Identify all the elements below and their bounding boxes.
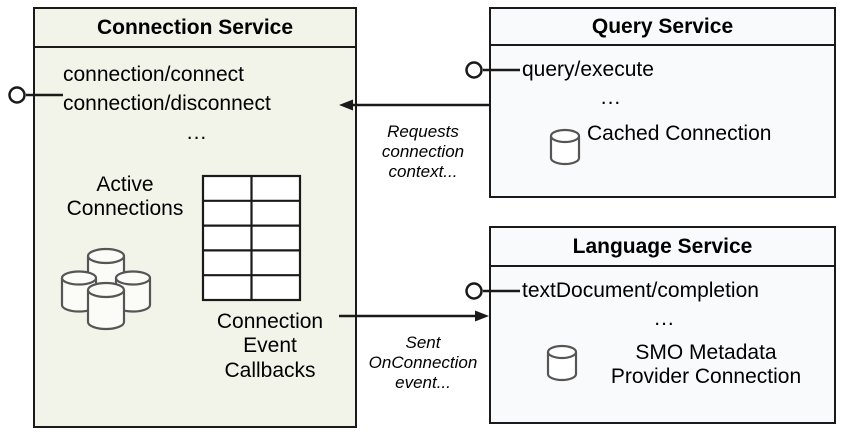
- component-language-service[interactable]: Language Service textDocument/completion…: [489, 226, 836, 424]
- api-connection-disconnect[interactable]: connection/disconnect: [63, 92, 271, 115]
- component-query-service[interactable]: Query Service query/execute ... Cached C…: [489, 7, 836, 198]
- edge-label-requests-connection-context: Requests connection context...: [381, 122, 465, 182]
- query-service-ellipsis: ...: [600, 86, 622, 109]
- edge-connection-to-language: [339, 310, 489, 322]
- language-service-ellipsis: ...: [654, 307, 675, 330]
- language-service-title: Language Service: [491, 228, 834, 267]
- connection-service-title: Connection Service: [35, 9, 355, 48]
- connection-event-callbacks-label: Connection Event Callbacks: [216, 310, 324, 382]
- connection-service-ellipsis: ...: [186, 121, 208, 144]
- edge-label-sent-onconnection-event: Sent OnConnection event...: [368, 333, 478, 393]
- api-connection-connect[interactable]: connection/connect: [63, 63, 244, 86]
- query-service-title: Query Service: [491, 9, 834, 46]
- api-query-execute[interactable]: query/execute: [522, 58, 654, 81]
- component-connection-service[interactable]: Connection Service connection/connect co…: [33, 7, 357, 428]
- query-service-body: query/execute ... Cached Connection: [491, 46, 834, 198]
- active-connections-label: Active Connections: [66, 173, 184, 221]
- connection-service-body: connection/connect connection/disconnect…: [35, 48, 355, 428]
- language-service-body: textDocument/completion ... SMO Metadata…: [491, 267, 834, 426]
- api-textdocument-completion[interactable]: textDocument/completion: [522, 279, 759, 302]
- edge-query-to-connection: [339, 99, 489, 111]
- cached-connection-label: Cached Connection: [587, 122, 772, 145]
- smo-metadata-provider-connection-label: SMO Metadata Provider Connection: [610, 341, 802, 389]
